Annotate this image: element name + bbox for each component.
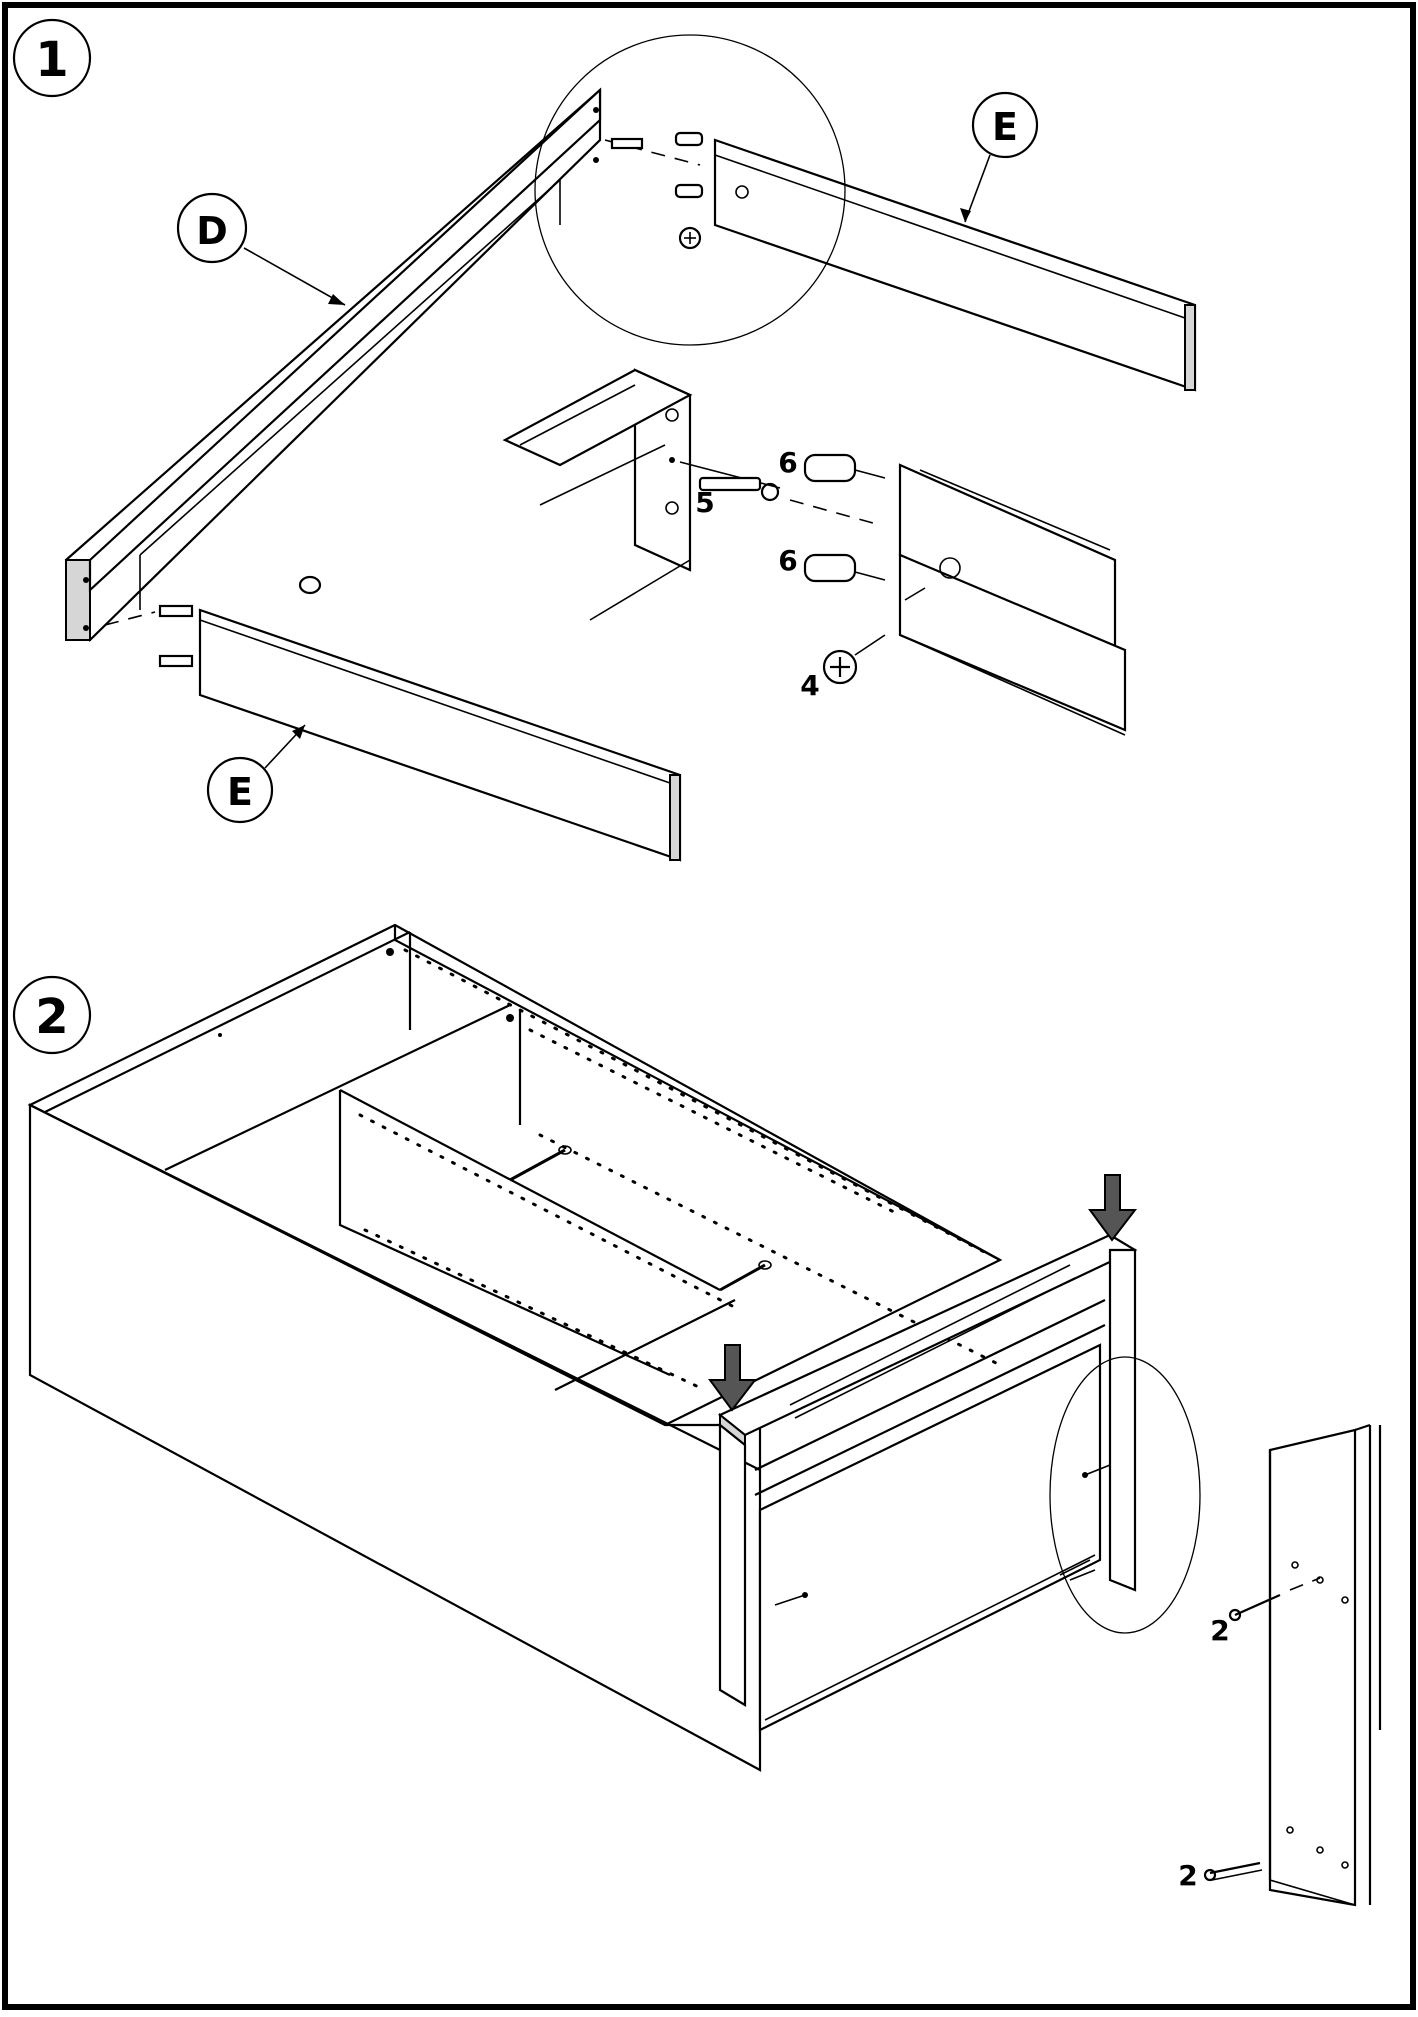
screw-lower: 2 <box>1178 1859 1263 1892</box>
side-panel-detail <box>1268 1423 1382 1907</box>
cam-bolt: 5 <box>679 461 881 526</box>
label-e-top-text: E <box>992 105 1018 149</box>
label-d-text: D <box>196 209 228 253</box>
panel-e-top <box>713 138 1197 392</box>
detail-callout-bottom <box>1049 1356 1201 1634</box>
detail-callout-top <box>534 34 846 346</box>
front-frame <box>717 1233 1138 1732</box>
step-2-circle <box>12 975 92 1055</box>
label-d: D <box>176 192 346 306</box>
label-d-circle <box>176 192 248 264</box>
screw-upper-label: 2 <box>1210 1614 1229 1647</box>
dowel-lower: 6 <box>778 544 886 583</box>
label-e-bottom-circle <box>206 756 274 824</box>
label-e-top-circle <box>971 91 1039 159</box>
dowel-lower-label: 6 <box>778 544 797 577</box>
step-2-badge: 2 <box>12 975 92 1055</box>
cam-bolt-label: 5 <box>695 486 714 519</box>
dowel-upper-label: 6 <box>778 446 797 479</box>
step-1-badge: 1 <box>12 18 92 98</box>
step-2-number: 2 <box>35 989 68 1045</box>
top-callout-hardware <box>604 131 704 250</box>
label-e-bottom: E <box>206 724 306 824</box>
press-arrow-left <box>708 1344 758 1412</box>
cam-lock: 4 <box>800 634 886 702</box>
step-1-circle <box>12 18 92 98</box>
panel-end-detail <box>502 368 693 621</box>
panel-d <box>64 87 602 643</box>
cam-lock-small-icon <box>678 226 702 250</box>
panel-e-bottom <box>104 575 682 862</box>
screw-upper: 2 <box>1210 1577 1321 1647</box>
dowel-upper: 6 <box>778 446 886 483</box>
step-1-number: 1 <box>35 32 68 88</box>
cam-lock-label: 4 <box>800 669 819 702</box>
label-e-bottom-text: E <box>227 770 253 814</box>
press-arrow-right <box>1088 1174 1138 1242</box>
receiving-panel <box>898 463 1127 736</box>
label-e-top: E <box>960 91 1039 223</box>
callout-screws-small <box>1069 1464 1111 1581</box>
screw-lower-label: 2 <box>1178 1859 1197 1892</box>
cabinet-body <box>27 923 1003 1772</box>
